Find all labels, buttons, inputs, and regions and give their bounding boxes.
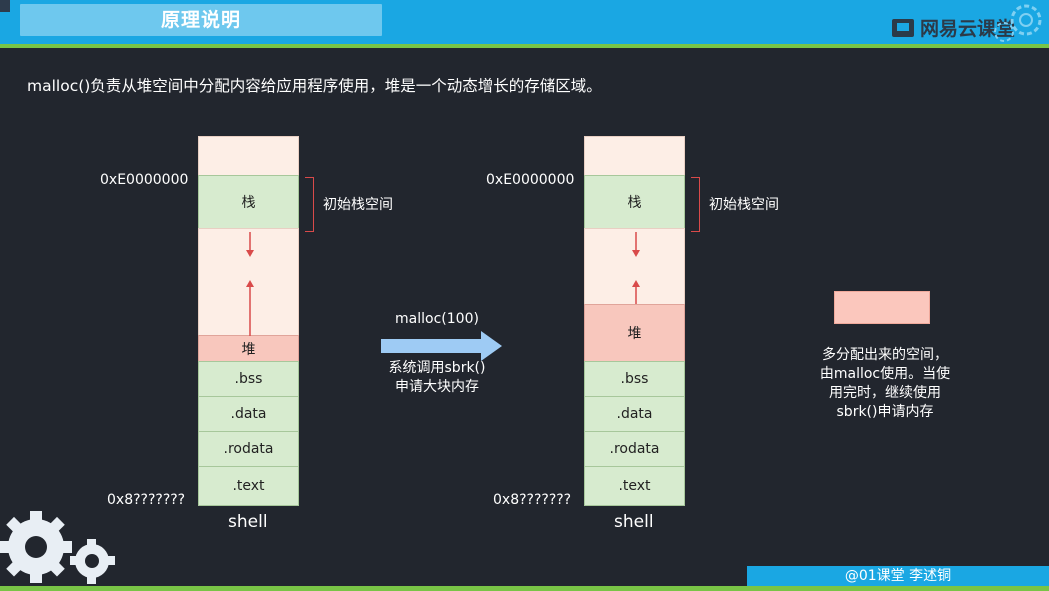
intro-text: malloc()负责从堆空间中分配内容给应用程序使用，堆是一个动态增长的存储区域…: [27, 77, 602, 95]
right-heap-segment: 堆: [584, 304, 685, 362]
left-growth-arrows: [246, 232, 254, 336]
syscall-description: 系统调用sbrk() 申请大块内存: [374, 359, 500, 397]
left-text-label: .text: [232, 478, 265, 494]
left-shell-label: shell: [228, 512, 268, 532]
legend-line-2: 由malloc使用。当使: [819, 366, 951, 382]
left-stack-note: 初始栈空间: [323, 197, 393, 213]
header-bar: 原理说明 网易云课堂: [0, 0, 1049, 48]
right-data-label: .data: [616, 406, 653, 422]
transition-arrow-icon: [381, 331, 502, 361]
right-data-segment: .data: [584, 396, 685, 432]
right-heap-label: 堆: [627, 326, 642, 342]
left-addr-bottom: 0x8???????: [107, 492, 186, 508]
right-rodata-segment: .rodata: [584, 431, 685, 467]
right-heap-up-arrow-head: [632, 280, 640, 287]
left-heap-segment: 堆: [198, 335, 299, 362]
right-top-free-segment: [584, 136, 685, 176]
header-underline: [0, 44, 1049, 48]
right-addr-top: 0xE0000000: [486, 172, 575, 188]
malloc-call-label: malloc(100): [395, 311, 479, 327]
syscall-line-1: 系统调用sbrk(): [388, 360, 486, 376]
right-shell-label: shell: [614, 512, 654, 532]
right-bss-segment: .bss: [584, 361, 685, 397]
left-stack-down-arrow-head: [246, 250, 254, 257]
legend-description: 多分配出来的空间， 由malloc使用。当使 用完时，继续使用 sbrk()申请…: [800, 346, 970, 422]
left-stack-label: 栈: [241, 195, 256, 211]
gear-decoration-icon: [994, 4, 1042, 42]
left-rodata-label: .rodata: [223, 441, 274, 457]
right-growth-arrows: [632, 232, 640, 304]
left-rodata-segment: .rodata: [198, 431, 299, 467]
left-bss-segment: .bss: [198, 361, 299, 397]
title-box: 原理说明: [20, 4, 382, 36]
left-data-label: .data: [230, 406, 267, 422]
footer-underline: [0, 586, 1049, 591]
right-addr-bottom: 0x8???????: [493, 492, 572, 508]
page-title: 原理说明: [160, 9, 241, 31]
right-stack-segment: 栈: [584, 175, 685, 229]
right-stack-note: 初始栈空间: [709, 197, 779, 213]
left-stack-segment: 栈: [198, 175, 299, 229]
left-data-segment: .data: [198, 396, 299, 432]
footer-credit: @01课堂 李述铜: [844, 568, 952, 584]
right-stack-down-arrow-head: [632, 250, 640, 257]
legend-swatch: [834, 291, 930, 324]
left-bss-label: .bss: [234, 371, 263, 387]
right-memory-stack: 栈 堆 .bss .data .rodata .text: [584, 136, 685, 506]
legend-line-3: 用完时，继续使用: [829, 385, 941, 401]
legend-line-1: 多分配出来的空间，: [822, 347, 948, 363]
right-text-segment: .text: [584, 466, 685, 506]
right-text-label: .text: [618, 478, 651, 494]
syscall-line-2: 申请大块内存: [395, 379, 479, 395]
right-rodata-label: .rodata: [609, 441, 660, 457]
legend-line-4: sbrk()申请内存: [836, 404, 934, 420]
left-top-free-segment: [198, 136, 299, 176]
right-free-segment: [584, 228, 685, 305]
left-heap-label: 堆: [241, 341, 256, 358]
right-stack-label: 栈: [627, 195, 642, 211]
right-bss-label: .bss: [620, 371, 649, 387]
brand-logo: 网易云课堂: [892, 14, 1015, 41]
left-addr-top: 0xE0000000: [100, 172, 189, 188]
brand-logo-text: 网易云课堂: [920, 18, 1016, 40]
right-stack-bracket: [691, 177, 700, 232]
left-heap-up-arrow-head: [246, 280, 254, 287]
header-corner-mark: [0, 0, 10, 12]
brand-logo-icon: [892, 18, 914, 37]
gears-decoration-icon: [0, 511, 115, 584]
left-memory-stack: 栈 堆 .bss .data .rodata .text: [198, 136, 299, 506]
left-stack-bracket: [305, 177, 314, 232]
left-text-segment: .text: [198, 466, 299, 506]
footer-credit-bar: @01课堂 李述铜: [747, 566, 1049, 587]
left-free-segment: [198, 228, 299, 336]
